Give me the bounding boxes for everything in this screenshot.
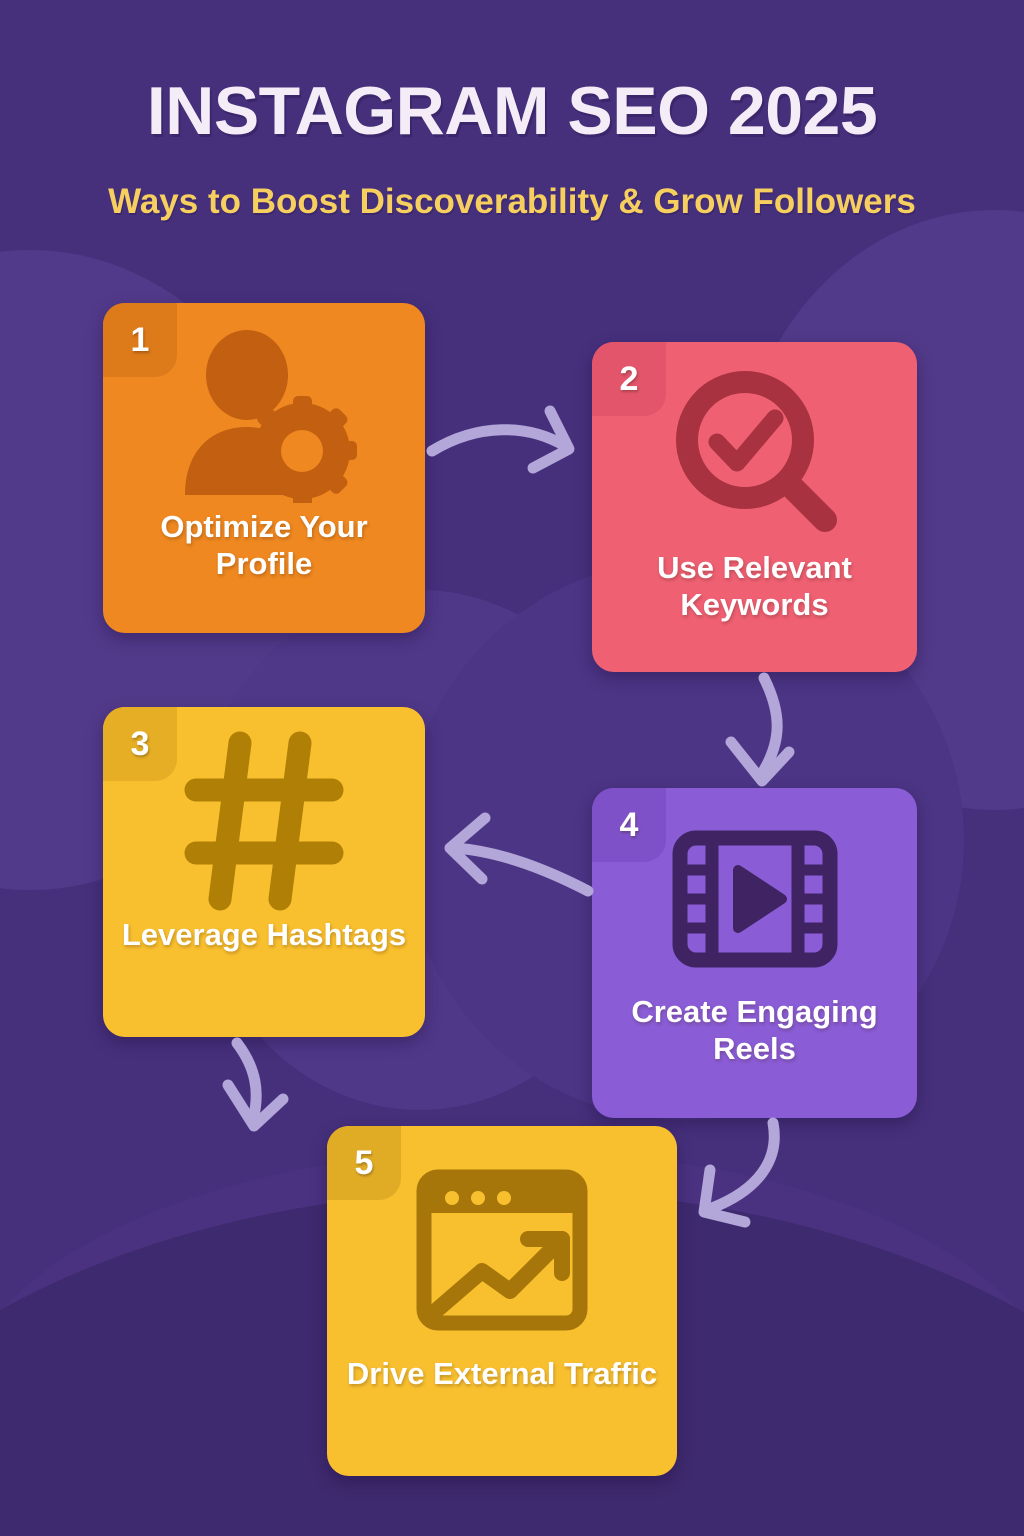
- step-icon-4: [592, 814, 917, 984]
- step-card-2[interactable]: 2 Use Relevant Keywords: [592, 342, 917, 672]
- step-number-badge-1: 1: [103, 303, 177, 377]
- step-icon-5: [327, 1156, 677, 1346]
- step-label-1: Optimize Your Profile: [160, 509, 368, 581]
- step-label-5: Drive External Traffic: [346, 1356, 658, 1391]
- step-icon-3: [103, 727, 425, 913]
- step-card-5[interactable]: 5 Drive External Traffic: [327, 1126, 677, 1476]
- step-label-4: Create Engaging Reels: [631, 994, 878, 1066]
- film-play-icon: [672, 830, 837, 968]
- step-label-2: Use Relevant Keywords: [657, 550, 852, 622]
- step-icon-1: [103, 327, 425, 503]
- step-number-badge-5: 5: [327, 1126, 401, 1200]
- step-label-3: Leverage Hashtags: [121, 917, 407, 952]
- step-card-3[interactable]: 3 Leverage Hashtags: [103, 707, 425, 1037]
- step-number-badge-2: 2: [592, 342, 666, 416]
- page-title: INSTAGRAM SEO 2025: [146, 73, 878, 149]
- step-icon-2: [592, 368, 917, 548]
- magnifier-check-icon: [675, 371, 837, 532]
- page-subtitle: Ways to Boost Discoverability & Grow Fol…: [108, 182, 916, 221]
- step-card-1[interactable]: 1 Optimize: [103, 303, 425, 633]
- hashtag-icon: [184, 731, 344, 911]
- step-number-badge-4: 4: [592, 788, 666, 862]
- step-card-4[interactable]: 4 Create Engaging Reels: [592, 788, 917, 1118]
- browser-trending-arrow-icon: [416, 1169, 588, 1331]
- step-number-badge-3: 3: [103, 707, 177, 781]
- user-gear-icon: [185, 330, 357, 503]
